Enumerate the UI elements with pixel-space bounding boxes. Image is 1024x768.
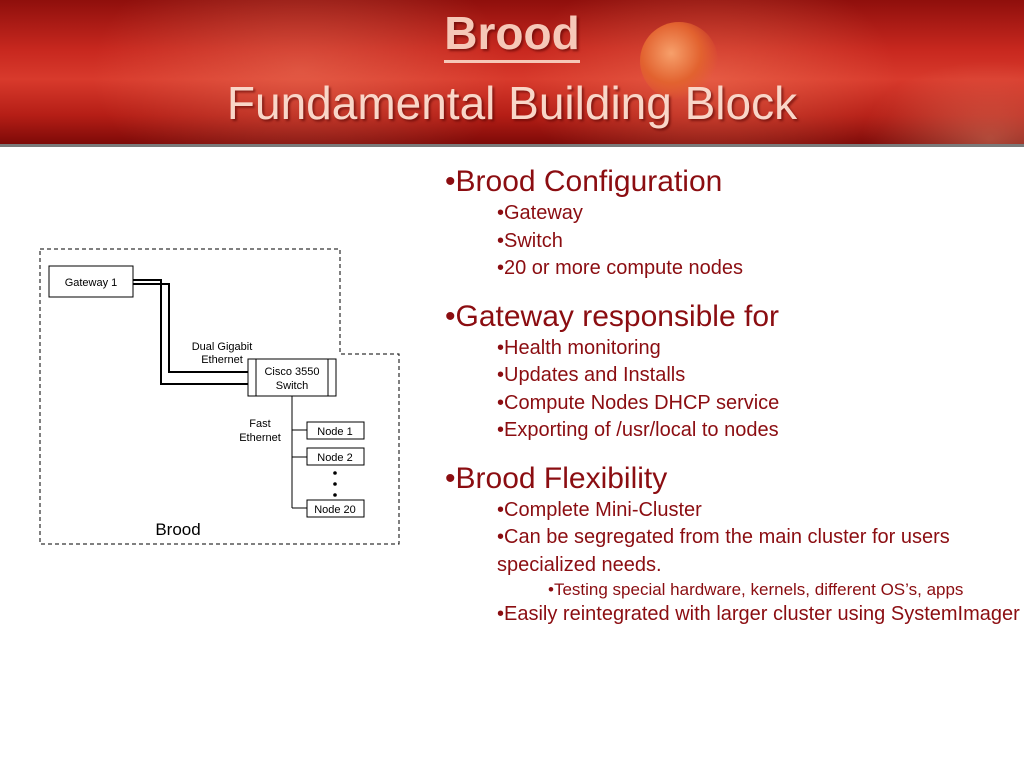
node-2-label: Node 2	[317, 452, 352, 464]
title-banner: Brood Fundamental Building Block	[0, 0, 1024, 144]
bullet-brood-flexibility: •Brood Flexibility	[445, 461, 668, 495]
fast-ethernet-label: Fast	[249, 418, 270, 430]
switch-box	[247, 358, 337, 397]
sub-bullet: •Easily reintegrated with larger cluster…	[497, 603, 1020, 625]
bullet-brood-configuration: •Brood Configuration	[445, 165, 723, 198]
sub-bullet: •Gateway	[497, 202, 583, 224]
brood-label: Brood	[155, 520, 200, 539]
dual-gigabit-label: Dual Gigabit	[192, 341, 253, 353]
bullet-gateway-responsible: •Gateway responsible for	[445, 299, 779, 333]
gateway-box	[48, 265, 134, 298]
gigabit-link-2	[133, 283, 248, 373]
bullet-list: •Brood Configuration •Gateway •Switch •2…	[445, 164, 1020, 629]
ellipsis-dot	[333, 482, 337, 486]
sun-glow-decoration	[640, 22, 718, 100]
gateway-label: Gateway 1	[65, 277, 118, 289]
sub-bullet: •Switch	[497, 229, 563, 252]
title-divider	[0, 144, 1024, 147]
node-20-box	[306, 499, 365, 518]
brood-boundary	[39, 248, 400, 545]
dual-gigabit-label-line2: Ethernet	[201, 354, 243, 366]
ellipsis-dot	[333, 493, 337, 497]
node-1-box	[306, 421, 365, 440]
sub-bullet: •Updates and Installs	[497, 364, 686, 386]
sub-bullet: •Can be segregated from the main cluster…	[497, 526, 950, 576]
slide-subtitle: Fundamental Building Block	[226, 77, 798, 129]
fast-ethernet-label-line2: Ethernet	[239, 432, 281, 444]
sub-bullet: •Complete Mini-Cluster	[497, 498, 702, 521]
gigabit-link-1	[133, 279, 248, 385]
sub-sub-bullet: •Testing special hardware, kernels, diff…	[548, 580, 964, 599]
brood-network-diagram: Gateway 1 Dual Gigabit Ethernet Cisco 35…	[39, 248, 400, 545]
slide-title: Brood	[0, 7, 1024, 63]
sub-bullet: •20 or more compute nodes	[497, 257, 744, 279]
ellipsis-dot	[333, 471, 337, 475]
sub-bullet: •Compute Nodes DHCP service	[497, 391, 780, 414]
node-20-label: Node 20	[314, 504, 356, 516]
switch-label-line2: Switch	[276, 380, 308, 392]
node-2-box	[306, 447, 365, 466]
node-1-label: Node 1	[317, 426, 352, 438]
switch-label: Cisco 3550	[264, 366, 319, 378]
sub-bullet: •Health monitoring	[497, 336, 661, 359]
sub-bullet: •Exporting of /usr/local to nodes	[497, 419, 779, 441]
